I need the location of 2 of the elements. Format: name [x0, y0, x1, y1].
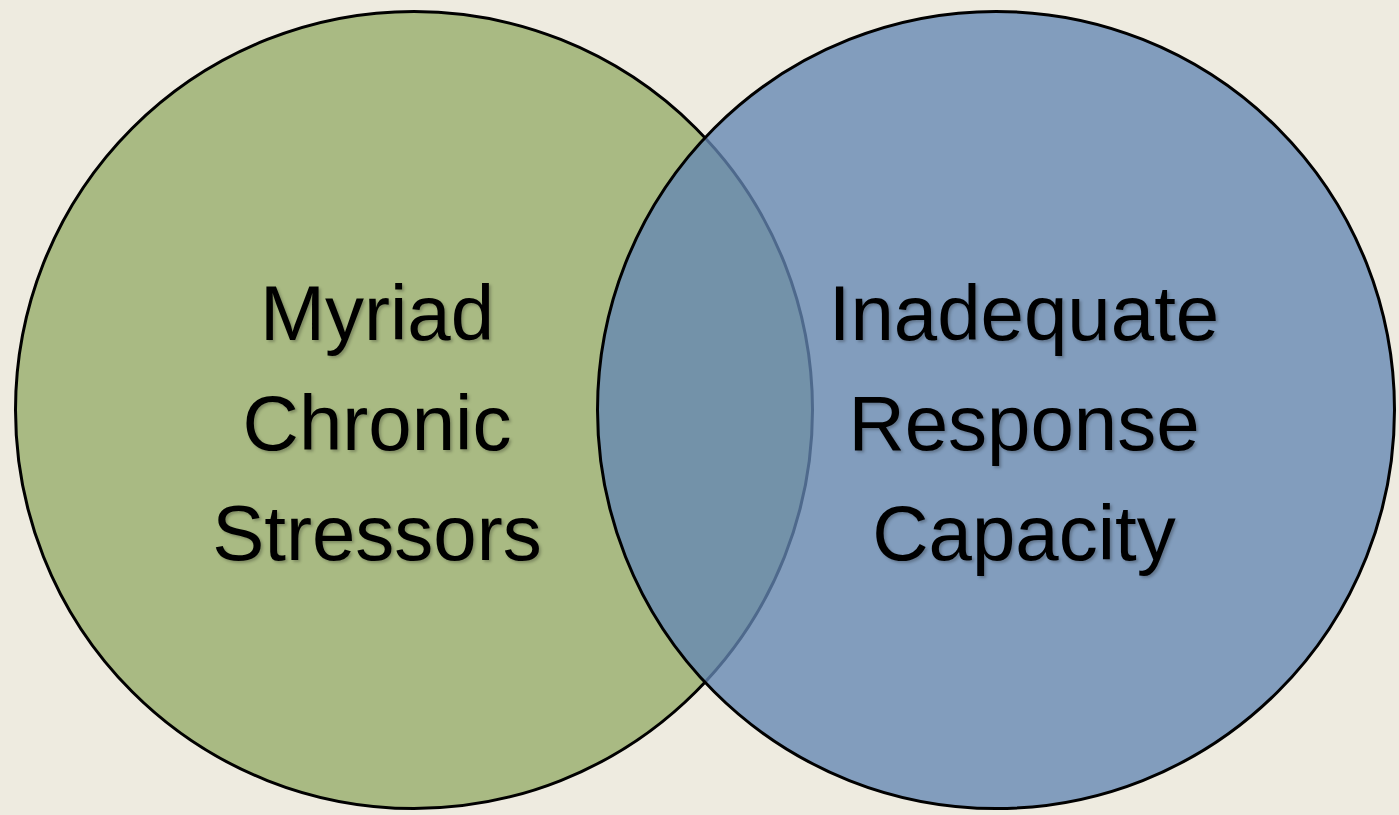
circle-label: Myriad Chronic Stressors	[211, 268, 543, 579]
circle-label: Inadequate Response Capacity	[827, 268, 1221, 579]
